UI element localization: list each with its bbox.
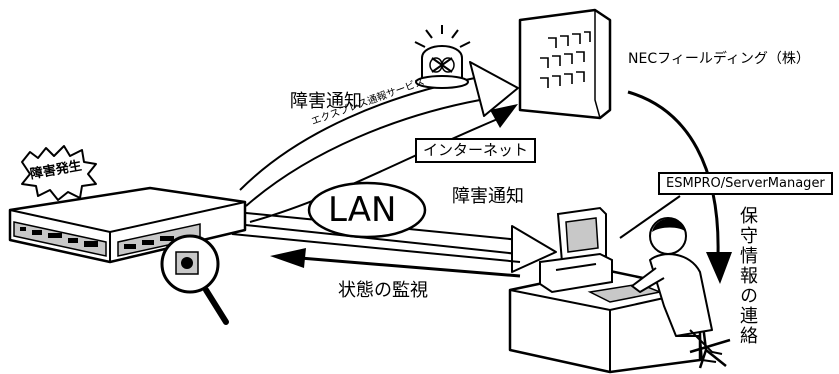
failure-notice-lan-label: 障害通知 — [452, 186, 524, 207]
esmpro-label: ESMPRO/ServerManager — [658, 172, 833, 195]
esmpro-callout-leader — [619, 195, 681, 239]
lan-label: LAN — [328, 190, 397, 230]
lan-strand — [231, 233, 521, 263]
failure-burst-icon — [21, 145, 97, 201]
internet-label: インターネット — [415, 138, 537, 163]
monitoring-arrow — [270, 248, 521, 278]
monitoring-label: 状態の監視 — [338, 280, 428, 301]
maintenance-info-label: 保守情報の連絡 — [737, 206, 758, 346]
nec-fielding-label: NECフィールディング（株） — [628, 51, 810, 67]
failure-notice-top-label: 障害通知 — [290, 91, 362, 112]
internet-arrow — [249, 104, 518, 223]
alarm-lamp-icon — [414, 25, 471, 89]
magnifier-icon — [160, 234, 229, 325]
lan-ellipse — [307, 181, 427, 239]
office-building-icon — [518, 8, 612, 120]
operator-at-computer-icon — [508, 206, 731, 374]
maintenance-arrow — [627, 90, 732, 284]
